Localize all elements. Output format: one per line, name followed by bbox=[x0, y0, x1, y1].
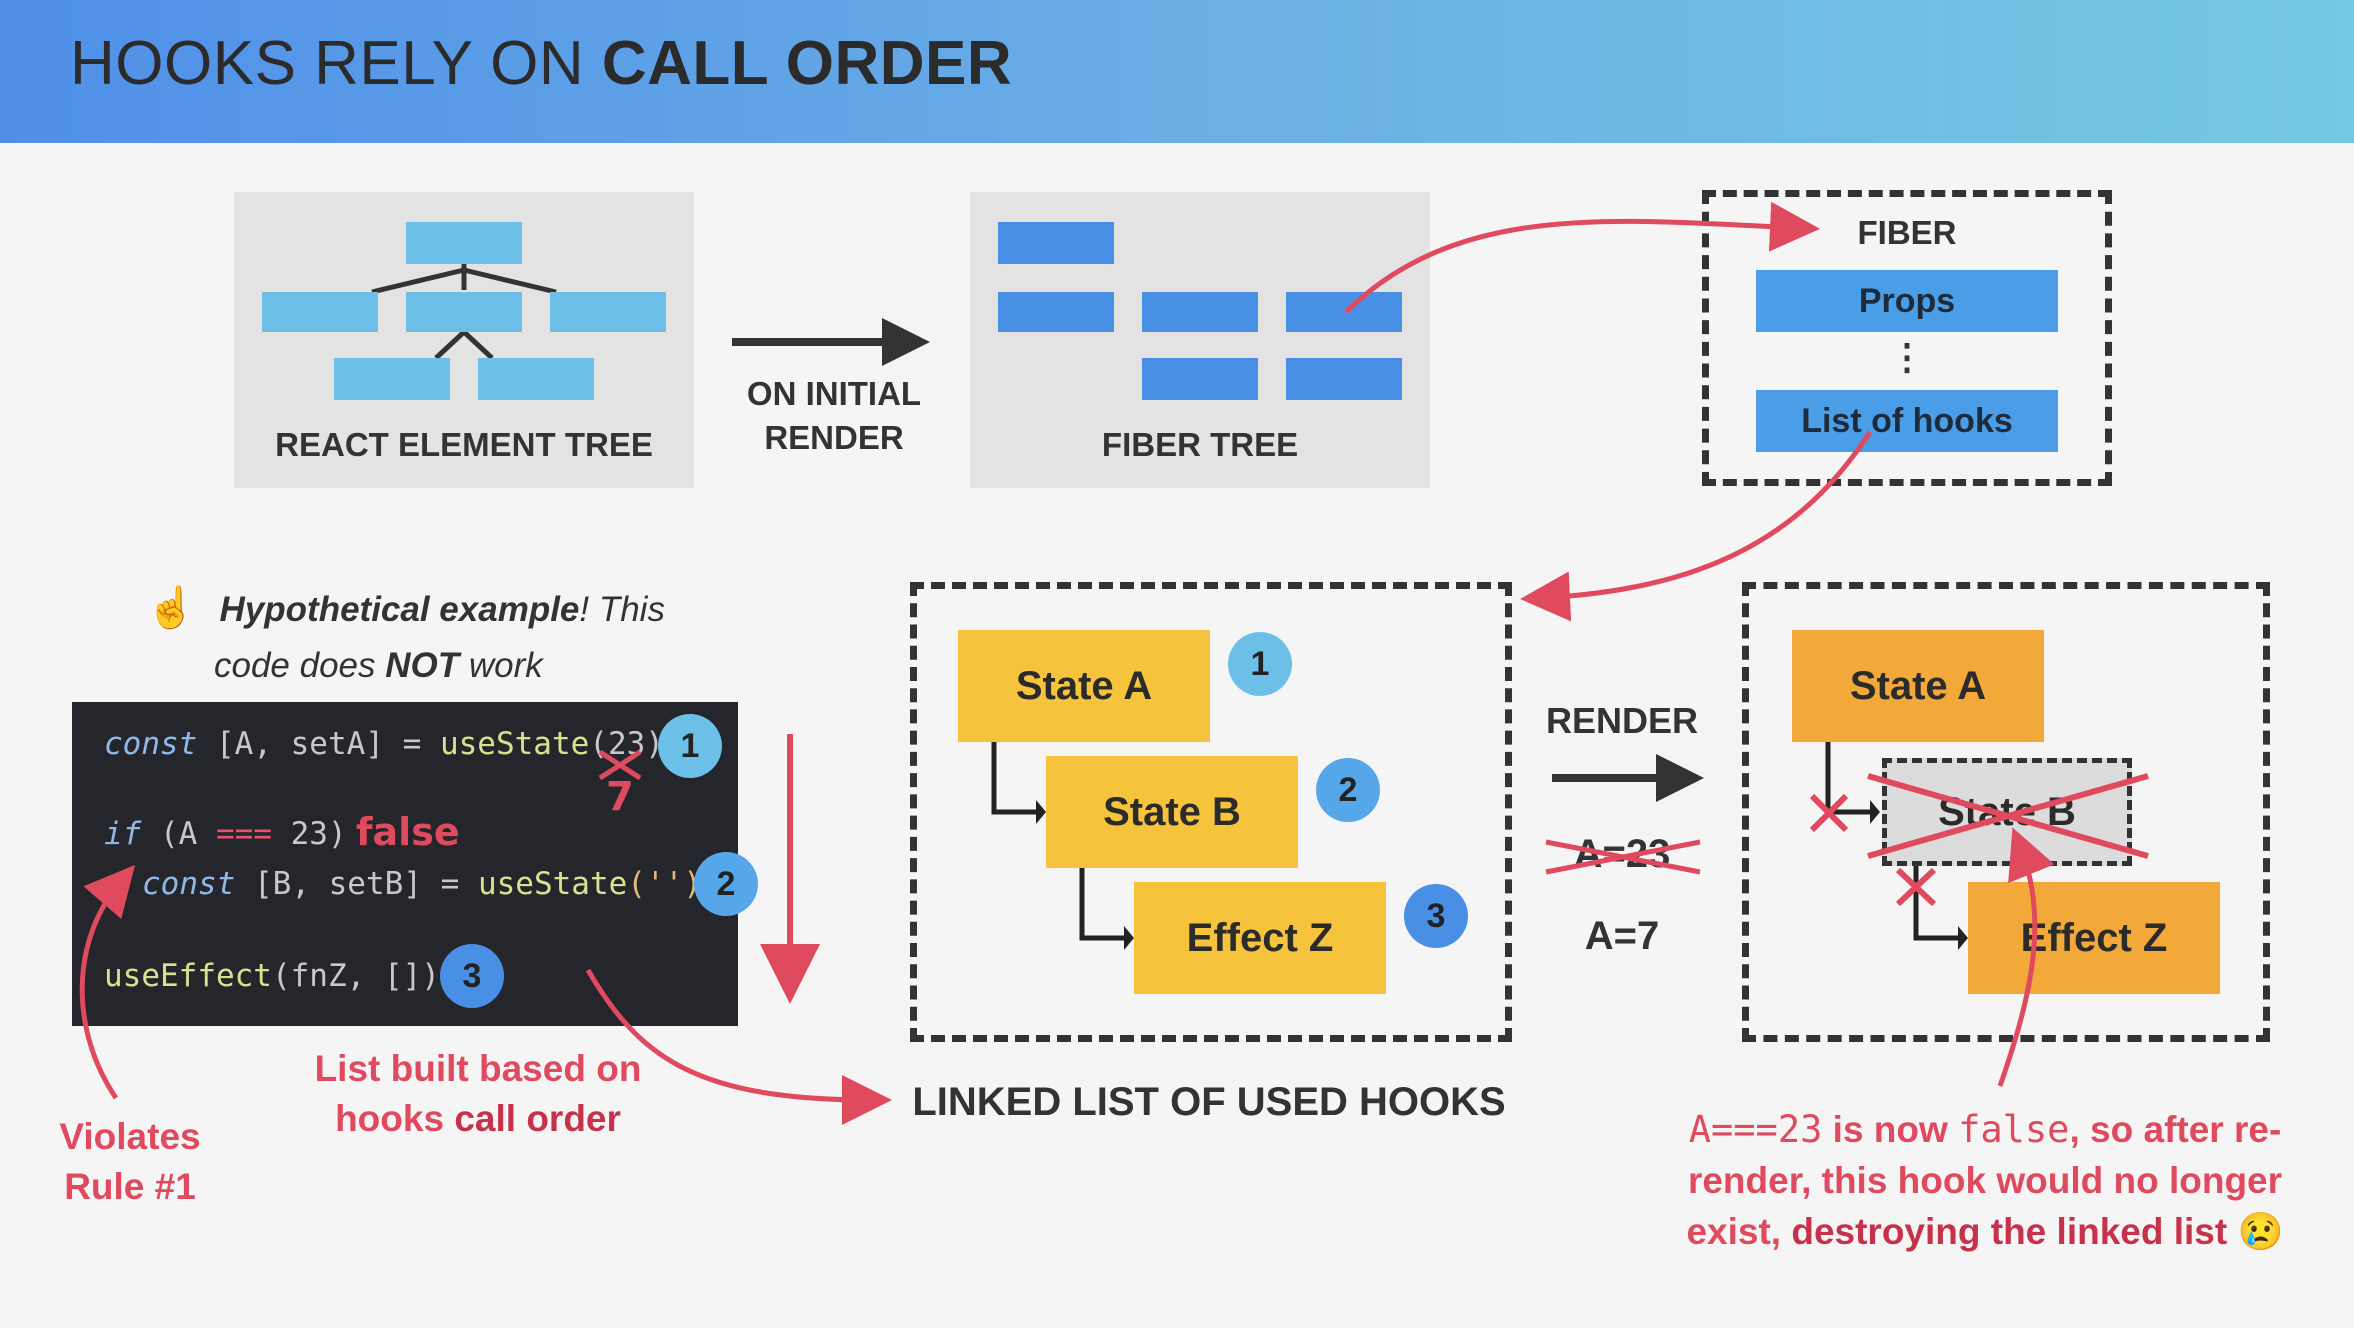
explanation-code2: false bbox=[1958, 1108, 2070, 1151]
code-fn-3: useState bbox=[477, 866, 628, 902]
code-badge-1: 1 bbox=[658, 714, 722, 778]
old-value: A=23 bbox=[1573, 832, 1671, 876]
after-state-a-box: State A bbox=[1792, 630, 2044, 742]
after-state-b-box: State B bbox=[1882, 758, 2132, 866]
code-rest-2: (A bbox=[141, 816, 216, 852]
fiber-node-root bbox=[998, 222, 1114, 264]
fiber-node-1 bbox=[998, 292, 1114, 332]
code-line-3: const [B, setB] = useState('') bbox=[142, 866, 702, 902]
fiber-title: FIBER bbox=[1857, 214, 1957, 251]
list-built-line1: List built based on bbox=[314, 1048, 642, 1089]
effect-z-box: Effect Z bbox=[1134, 882, 1386, 994]
note-rest2a: code does bbox=[214, 646, 386, 685]
title-light: HOOKS RELY ON bbox=[70, 29, 602, 98]
fiber-node-4 bbox=[1142, 358, 1258, 400]
note-rest2c: work bbox=[459, 646, 543, 685]
explanation-line3a: exist, bbox=[1686, 1211, 1792, 1252]
sad-face-icon: 😢 bbox=[2237, 1211, 2284, 1252]
title-bold: CALL ORDER bbox=[601, 29, 1013, 98]
page-title: HOOKS RELY ON CALL ORDER bbox=[70, 28, 1012, 99]
code-badge-3: 3 bbox=[440, 944, 504, 1008]
tree-node-child-1 bbox=[334, 358, 450, 400]
tree-node-root bbox=[406, 222, 522, 264]
dots: ⋮ bbox=[1889, 336, 1925, 377]
render-label: RENDER bbox=[764, 419, 904, 456]
code-kw-1: const bbox=[104, 726, 198, 762]
tree-node-child-2 bbox=[478, 358, 594, 400]
fiber-node-3 bbox=[1286, 292, 1402, 332]
code-kw-2: if bbox=[104, 816, 142, 852]
note-rest1: ! This bbox=[579, 590, 665, 629]
code-arg-1: (23) bbox=[589, 726, 664, 762]
fiber-node-5 bbox=[1286, 358, 1402, 400]
after-effect-z-box: Effect Z bbox=[1968, 882, 2220, 994]
code-arg-3: ('') bbox=[627, 866, 702, 902]
explanation-text: A===23 is now false, so after re- render… bbox=[1640, 1104, 2330, 1257]
code-num-2: 23) bbox=[271, 816, 347, 852]
state-a-box: State A bbox=[958, 630, 1210, 742]
linked-list-box bbox=[910, 582, 1512, 1042]
violates-line1: Violates bbox=[59, 1116, 201, 1157]
code-rest-4: (fnZ, []) bbox=[271, 958, 440, 994]
state-b-box: State B bbox=[1046, 756, 1298, 868]
list-of-hooks-box: List of hooks bbox=[1756, 390, 2058, 452]
code-fn-4: useEffect bbox=[104, 958, 272, 994]
tree-node-right bbox=[550, 292, 666, 332]
note-bold: Hypothetical example bbox=[219, 590, 580, 629]
code-kw-3: const bbox=[142, 866, 236, 902]
code-badge-2: 2 bbox=[694, 852, 758, 916]
header-bar bbox=[0, 0, 2354, 143]
explanation-code1: A===23 bbox=[1688, 1108, 1823, 1151]
list-badge-3: 3 bbox=[1404, 884, 1468, 948]
explanation-t2: , so after re- bbox=[2069, 1109, 2282, 1150]
fiber-node-2 bbox=[1142, 292, 1258, 332]
explanation-line2: render, this hook would no longer bbox=[1687, 1160, 2283, 1201]
violates-line2: Rule #1 bbox=[64, 1166, 196, 1207]
list-badge-1: 1 bbox=[1228, 632, 1292, 696]
list-built-text: List built based on hooks call order bbox=[292, 1044, 664, 1144]
render-arrow-label: RENDER bbox=[1545, 700, 1698, 741]
on-initial-label: ON INITIAL bbox=[746, 375, 922, 412]
code-line-2: if (A === 23) bbox=[104, 816, 347, 852]
seven-annotation: 7 bbox=[606, 774, 634, 820]
new-value: A=7 bbox=[1584, 914, 1660, 958]
false-annotation: false bbox=[356, 810, 460, 854]
explanation-t1: is now bbox=[1822, 1109, 1959, 1150]
code-rest-1: [A, setA] = bbox=[197, 726, 440, 762]
react-element-tree-caption: REACT ELEMENT TREE bbox=[275, 426, 653, 463]
props-box: Props bbox=[1756, 270, 2058, 332]
tree-node-left bbox=[262, 292, 378, 332]
code-line-1: const [A, setA] = useState(23) bbox=[104, 726, 664, 762]
code-rest-3: [B, setB] = bbox=[235, 866, 478, 902]
note-rest2b: NOT bbox=[385, 646, 460, 685]
explanation-line3b: destroying the linked list bbox=[1791, 1211, 2228, 1252]
code-line-4: useEffect(fnZ, []) bbox=[104, 958, 440, 994]
on-initial-render-label: ON INITIAL RENDER bbox=[716, 372, 952, 460]
tree-node-middle bbox=[406, 292, 522, 332]
fiber-tree-caption: FIBER TREE bbox=[1101, 426, 1299, 463]
code-fn-1: useState bbox=[439, 726, 590, 762]
hypothetical-note: ☝ Hypothetical example! This code does N… bbox=[146, 580, 706, 694]
fiber-detail-box bbox=[1702, 190, 2112, 486]
list-badge-2: 2 bbox=[1316, 758, 1380, 822]
pointing-hand-icon: ☝ bbox=[146, 586, 196, 630]
code-op-2: === bbox=[215, 816, 272, 852]
linked-list-caption: LINKED LIST OF USED HOOKS bbox=[912, 1080, 1506, 1124]
list-built-line2b: call order bbox=[454, 1098, 621, 1139]
list-built-line2a: hooks bbox=[335, 1098, 455, 1139]
